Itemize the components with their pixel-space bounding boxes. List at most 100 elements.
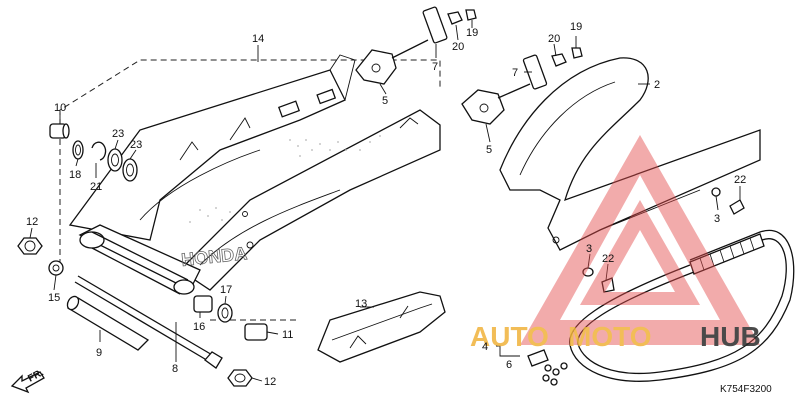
pivot-bolt-8-head: [204, 351, 223, 369]
bolt-22b: [601, 277, 615, 293]
pivot-tube-right-end: [173, 279, 195, 295]
adjuster-bolt-5a: [391, 39, 429, 59]
arm-tab-a: [229, 117, 251, 141]
callout-20b: 20: [548, 33, 560, 45]
collar-15-hole: [52, 264, 60, 272]
diagram-code: K754F3200: [720, 384, 772, 395]
oring-d: [550, 378, 558, 386]
oring-e: [560, 362, 568, 370]
watermark-triangle-inner: [580, 200, 700, 305]
callout-19a: 19: [466, 27, 478, 39]
callout-21: 21: [90, 181, 102, 193]
pivot-bolt-8-shaft-b: [77, 275, 215, 357]
washer-20a: [447, 11, 463, 25]
master-link-group: [496, 345, 568, 386]
pivot-tube-top: [91, 231, 189, 281]
bearing-23b-inner: [126, 163, 134, 177]
swingarm-dashed-outline: [59, 59, 441, 265]
callout-7b: 7: [512, 67, 518, 79]
callout-18: 18: [69, 169, 81, 181]
callout-19b: 19: [570, 21, 582, 33]
front-direction-arrow: [10, 371, 45, 394]
callout-5a: 5: [382, 95, 388, 107]
rear-fender-group: [499, 57, 761, 293]
nut-19a: [465, 9, 477, 21]
chain-slider-group: [317, 291, 446, 363]
hugger-lower-edge: [599, 189, 701, 231]
callout-23b: 23: [130, 139, 142, 151]
seal-18: [72, 140, 84, 160]
adjuster-bolt-5b: [497, 83, 531, 99]
watermark-text-auto: AUTO: [470, 321, 549, 352]
hugger-contour: [519, 81, 616, 176]
hugger-mount-hole: [552, 236, 560, 244]
adjuster-block-7a: [422, 6, 448, 44]
drive-chain-loop: [569, 229, 795, 382]
oring-c: [542, 374, 550, 382]
left-parts-group: FR.: [10, 123, 268, 394]
callout-3b: 3: [586, 243, 592, 255]
adjuster-plate-5a: [355, 49, 397, 85]
callout-12a: 12: [26, 216, 38, 228]
bushing-11: [244, 323, 268, 341]
chain-links-section: [689, 233, 765, 275]
watermark-triangle-outer: [520, 135, 760, 345]
sleeve-9: [66, 297, 150, 351]
callout-3a: 3: [714, 213, 720, 225]
drive-chain-loop-inner: [577, 238, 787, 375]
washer-20b: [551, 53, 567, 67]
adjuster-left-group: [355, 6, 477, 85]
arm-slot-a: [277, 100, 301, 118]
swingarm-group: HONDA: [59, 54, 441, 321]
chain-slider-groove: [331, 303, 433, 341]
arm-slot-b: [316, 88, 337, 105]
callout-17: 17: [220, 284, 232, 296]
adjuster-plate-5b: [461, 89, 505, 125]
callout-9: 9: [96, 347, 102, 359]
nut-12b-hole: [234, 373, 246, 383]
nut-12b: [227, 369, 253, 387]
adjuster-right-group: [461, 47, 583, 125]
collar-16: [193, 295, 213, 313]
bearing-23a-inner: [111, 153, 119, 167]
watermark-text-hub: HUB: [700, 321, 761, 352]
bearing-23b: [122, 158, 138, 182]
bearing-23a: [107, 148, 123, 172]
chain-slider-13: [317, 291, 446, 363]
rear-hugger-2: [499, 57, 761, 251]
master-link-plate: [527, 349, 549, 367]
arm-hole: [246, 241, 254, 249]
callout-20a: 20: [452, 41, 464, 53]
nut-12a-hole: [24, 240, 36, 252]
arm-top-detail: [329, 54, 356, 101]
callout-7a: 7: [432, 61, 438, 73]
callout-22a: 22: [734, 174, 746, 186]
swingarm-left-arm: [68, 69, 346, 241]
pivot-tube-end: [79, 231, 105, 249]
swingarm-right-arm: [178, 109, 441, 291]
callout-16: 16: [193, 321, 205, 333]
arm-contour-b: [199, 189, 341, 266]
arm-tab-b: [179, 141, 199, 161]
front-direction-label: FR.: [26, 367, 46, 384]
seal-17: [217, 303, 233, 323]
washer-3a: [711, 187, 721, 197]
callout-10: 10: [54, 102, 66, 114]
callout-numbers: 14 10 18 21 23 23 12 15 9 8 16 17 11 12 …: [26, 21, 772, 395]
nut-12a: [17, 237, 43, 255]
sleeve-9-end: [66, 295, 80, 311]
leader-4: [496, 345, 520, 357]
bushing-10-face: [62, 123, 70, 139]
swingarm-shading: [189, 135, 381, 223]
arm-hole-b: [242, 211, 248, 217]
seal-18-inner: [75, 144, 81, 156]
pivot-bolt-8-shaft: [74, 281, 211, 363]
arm-bracket: [399, 117, 419, 129]
arm-contour-a: [139, 149, 261, 221]
callout-23a: 23: [112, 128, 124, 140]
leader-lines: [29, 20, 741, 382]
callout-6: 6: [506, 359, 512, 371]
watermark-text-moto: MOTO: [568, 321, 651, 352]
adjuster-5b-hole: [479, 103, 489, 113]
chain-link-marks: [699, 237, 755, 271]
